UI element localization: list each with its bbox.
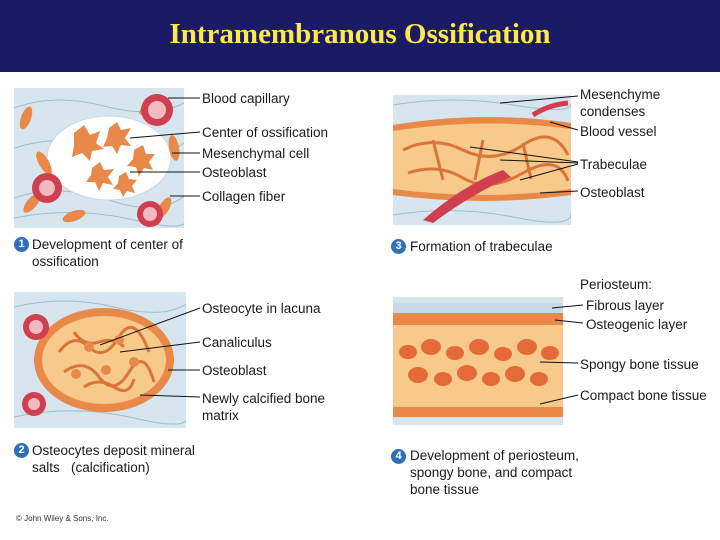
label-center-of-ossification: Center of ossification	[202, 125, 329, 140]
label-periosteum: Periosteum:	[580, 277, 653, 292]
label-collagen-fiber: Collagen fiber	[202, 189, 286, 204]
step-badge: 4	[391, 449, 406, 464]
label-osteogenic-layer: Osteogenic layer	[586, 317, 688, 332]
caption-step-1: Development of center of ossification	[32, 237, 183, 269]
label-osteoblast: Osteoblast	[202, 363, 267, 378]
label-mesenchyme-condenses: Mesenchyme condenses	[580, 87, 661, 119]
title-bar	[0, 0, 720, 72]
label-blood-capillary: Blood capillary	[202, 91, 290, 106]
step-badge: 1	[14, 237, 29, 252]
label-blood-vessel: Blood vessel	[580, 124, 657, 139]
caption-step-4: Development of periosteum, spongy bone, …	[410, 448, 579, 497]
label-newly-calcified-bone-matrix: Newly calcified bone matrix	[202, 391, 326, 423]
label-osteoblast: Osteoblast	[202, 165, 267, 180]
caption-step-3: Formation of trabeculae	[410, 239, 553, 254]
step-badge: 2	[14, 443, 29, 458]
step-badge: 3	[391, 239, 406, 254]
label-mesenchymal-cell: Mesenchymal cell	[202, 146, 310, 161]
label-osteoblast: Osteoblast	[580, 185, 645, 200]
illustration-center-of-ossification	[14, 88, 184, 228]
illustration-trabeculae	[393, 95, 571, 225]
label-compact-bone-tissue: Compact bone tissue	[580, 388, 707, 403]
label-spongy-bone-tissue: Spongy bone tissue	[580, 357, 699, 372]
label-canaliculus: Canaliculus	[202, 335, 272, 350]
illustration-periosteum	[393, 297, 563, 425]
caption-step-2: Osteocytes deposit mineral salts (calcif…	[32, 443, 199, 475]
label-osteocyte-in-lacuna: Osteocyte in lacuna	[202, 301, 321, 316]
slide-title: Intramembranous Ossification	[169, 18, 551, 50]
label-trabeculae: Trabeculae	[580, 157, 648, 172]
copyright-notice: © John Wiley & Sons, Inc.	[16, 514, 109, 523]
illustration-calcification	[14, 292, 186, 428]
label-fibrous-layer: Fibrous layer	[586, 298, 665, 313]
